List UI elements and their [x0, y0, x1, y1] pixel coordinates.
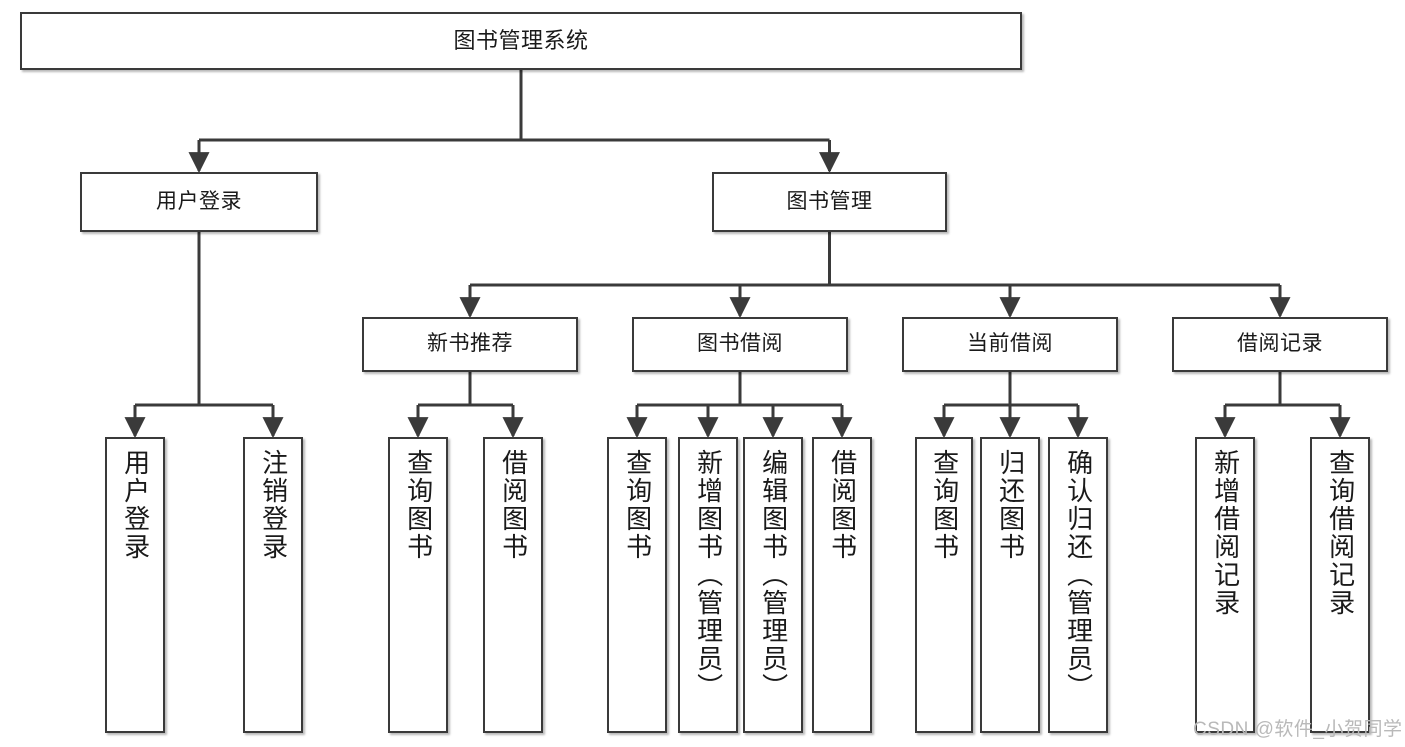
node-label: 注销登录 [258, 449, 289, 561]
node-label: 借阅图书 [827, 449, 858, 561]
leaf-user-login[interactable]: 用户登录 [105, 437, 165, 733]
node-label: 图书管理系统 [453, 28, 589, 54]
node-current-borrowing[interactable]: 当前借阅 [902, 317, 1118, 372]
leaf-borrow-book-1[interactable]: 借阅图书 [483, 437, 543, 733]
node-label: 用户登录 [120, 449, 151, 561]
leaf-logout[interactable]: 注销登录 [243, 437, 303, 733]
node-label: 查询图书 [403, 449, 434, 561]
node-root-book-management-system[interactable]: 图书管理系统 [20, 12, 1022, 70]
node-label: 新书推荐 [427, 332, 513, 356]
node-new-book-recommendation[interactable]: 新书推荐 [362, 317, 578, 372]
leaf-query-book-3[interactable]: 查询图书 [915, 437, 973, 733]
leaf-edit-book-admin[interactable]: 编辑图书（管理员） [743, 437, 803, 733]
csdn-watermark: CSDN @软件_小贺同学 [1193, 719, 1403, 740]
node-label: 借阅图书 [498, 449, 529, 561]
node-book-borrowing[interactable]: 图书借阅 [632, 317, 848, 372]
node-label: 确认归还（管理员） [1063, 449, 1094, 701]
leaf-return-book[interactable]: 归还图书 [980, 437, 1040, 733]
node-borrowing-records[interactable]: 借阅记录 [1172, 317, 1388, 372]
leaf-query-borrowing-record[interactable]: 查询借阅记录 [1310, 437, 1370, 733]
leaf-query-book-1[interactable]: 查询图书 [388, 437, 448, 733]
node-label: 用户登录 [156, 189, 242, 213]
node-label: 借阅记录 [1237, 332, 1323, 356]
node-label: 编辑图书（管理员） [758, 449, 789, 701]
node-label: 查询图书 [929, 449, 960, 561]
node-label: 新增借阅记录 [1210, 449, 1241, 617]
node-label: 新增图书（管理员） [693, 449, 724, 701]
node-user-login[interactable]: 用户登录 [80, 172, 318, 232]
node-label: 归还图书 [995, 449, 1026, 561]
leaf-add-borrowing-record[interactable]: 新增借阅记录 [1195, 437, 1255, 733]
node-label: 图书借阅 [697, 332, 783, 356]
leaf-confirm-return-admin[interactable]: 确认归还（管理员） [1048, 437, 1108, 733]
leaf-borrow-book-2[interactable]: 借阅图书 [812, 437, 872, 733]
node-label: 查询图书 [622, 449, 653, 561]
node-label: 图书管理 [786, 189, 873, 213]
node-label: 当前借阅 [967, 332, 1053, 356]
node-label: 查询借阅记录 [1325, 449, 1356, 617]
node-book-management[interactable]: 图书管理 [712, 172, 947, 232]
leaf-add-book-admin[interactable]: 新增图书（管理员） [678, 437, 738, 733]
leaf-query-book-2[interactable]: 查询图书 [607, 437, 667, 733]
